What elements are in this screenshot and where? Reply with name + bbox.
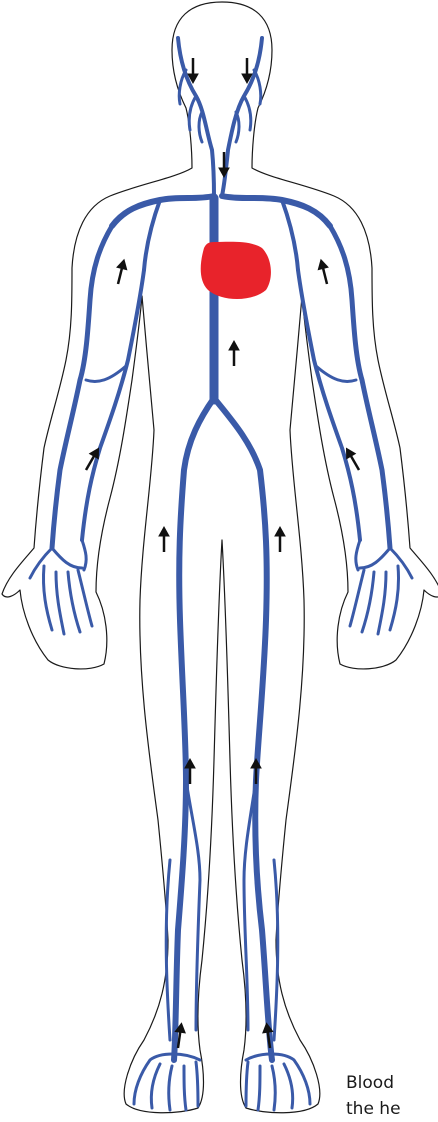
caption-line-1: Blood: [346, 1073, 394, 1093]
caption-text: Blood the he: [346, 1070, 438, 1122]
caption-line-2: the he: [346, 1099, 401, 1119]
heart-icon: [201, 242, 271, 299]
